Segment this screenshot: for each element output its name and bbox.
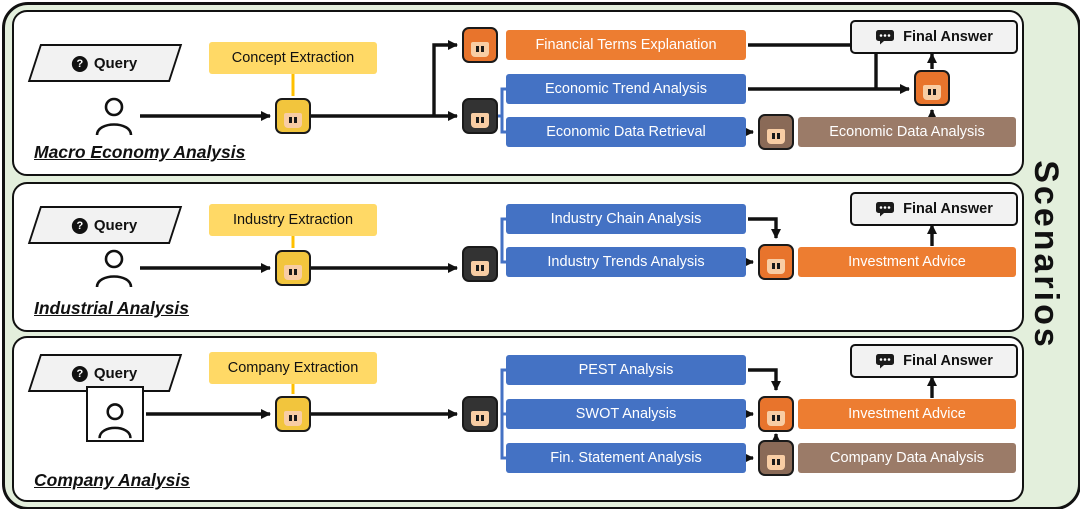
analyst-agent-avatar (462, 246, 498, 282)
macro-connector-lines (140, 40, 937, 137)
query-node: ? Query (27, 44, 183, 82)
bracket-analyst-tasks (500, 217, 506, 264)
analyst-agent-avatar (462, 396, 498, 432)
extractor-agent-avatar (275, 250, 311, 286)
avatar-head (275, 250, 311, 286)
company-connector-lines (146, 368, 937, 463)
economic-retrieval-box: Economic Data Retrieval (506, 117, 746, 147)
investment-advice-box: Investment Advice (798, 399, 1016, 429)
user-icon (95, 97, 133, 136)
fin-statement-box: Fin. Statement Analysis (506, 443, 746, 473)
avatar-head (758, 396, 794, 432)
query-node: ? Query (27, 206, 183, 244)
economic-data-analysis-box: Economic Data Analysis (798, 117, 1016, 147)
question-icon: ? (72, 55, 89, 71)
question-icon: ? (72, 365, 89, 381)
user-portrait-frame (86, 386, 144, 442)
company-extraction-box: Company Extraction (209, 352, 377, 384)
company-panel: ? Query Company Extraction PEST Analysis… (12, 336, 1024, 502)
company-label: Company Analysis (34, 470, 190, 490)
extractor-agent-avatar (275, 396, 311, 432)
macro-economy-label: Macro Economy Analysis (34, 142, 246, 162)
advisor-agent-avatar (758, 244, 794, 280)
arrow-pest-to-advisor (748, 368, 781, 391)
analyst-agent-avatar (462, 98, 498, 134)
final-answer-label: Final Answer (903, 353, 993, 369)
advisor-agent-avatar (758, 396, 794, 432)
industrial-label: Industrial Analysis (34, 298, 189, 318)
final-answer-node: Final Answer (850, 192, 1018, 226)
company-data-analysis-box: Company Data Analysis (798, 443, 1016, 473)
investment-advice-box: Investment Advice (798, 247, 1016, 277)
avatar-head (914, 70, 950, 106)
concept-extraction-box: Concept Extraction (209, 42, 377, 74)
speech-bubble-icon (876, 354, 895, 369)
industry-trends-box: Industry Trends Analysis (506, 247, 746, 277)
avatar-head (462, 27, 498, 63)
industrial-connector-lines (140, 217, 937, 273)
question-icon: ? (72, 217, 89, 233)
final-answer-node: Final Answer (850, 344, 1018, 378)
avatar-head (462, 98, 498, 134)
data-agent-avatar (758, 114, 794, 150)
economic-trend-box: Economic Trend Analysis (506, 74, 746, 104)
avatar-head (275, 98, 311, 134)
avatar-head (275, 396, 311, 432)
final-answer-label: Final Answer (903, 29, 993, 45)
bracket-analyst-tasks (500, 368, 506, 460)
speech-bubble-icon (876, 30, 895, 45)
bracket-analyst-tasks (498, 87, 506, 134)
arrow-chain-to-advisor (748, 217, 781, 239)
data-agent-avatar (758, 440, 794, 476)
avatar-head (758, 244, 794, 280)
avatar-head (758, 440, 794, 476)
answer-agent-avatar (914, 70, 950, 106)
avatar-head (462, 246, 498, 282)
query-label: Query (94, 216, 138, 234)
industry-chain-box: Industry Chain Analysis (506, 204, 746, 234)
avatar-head (758, 114, 794, 150)
macro-economy-panel: ? Query Concept Extraction Financial Ter… (12, 10, 1024, 176)
financial-terms-box: Financial Terms Explanation (506, 30, 746, 60)
explainer-agent-avatar (462, 27, 498, 63)
user-icon (95, 249, 133, 288)
final-answer-label: Final Answer (903, 201, 993, 217)
user-icon (98, 403, 132, 439)
query-label: Query (94, 364, 138, 382)
extractor-agent-avatar (275, 98, 311, 134)
avatar-head (462, 396, 498, 432)
scenarios-vertical-title: Scenarios (1027, 159, 1065, 350)
query-label: Query (94, 54, 138, 72)
industrial-panel: ? Query Industry Extraction Industry Cha… (12, 182, 1024, 332)
speech-bubble-icon (876, 202, 895, 217)
final-answer-node: Final Answer (850, 20, 1018, 54)
pest-analysis-box: PEST Analysis (506, 355, 746, 385)
arrow-branch-to-explainer (432, 40, 458, 116)
swot-analysis-box: SWOT Analysis (506, 399, 746, 429)
industry-extraction-box: Industry Extraction (209, 204, 377, 236)
